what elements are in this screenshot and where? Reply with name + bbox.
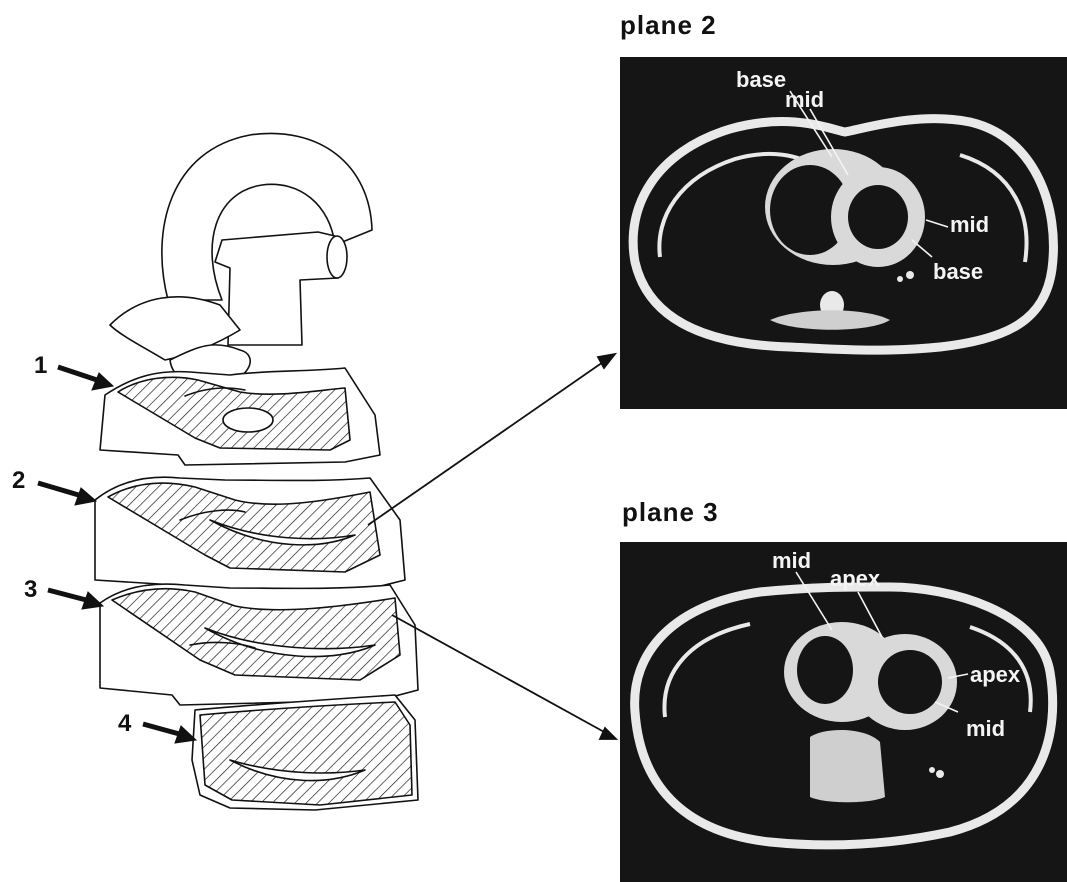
slice-1-lumen xyxy=(223,408,273,432)
plane-3-label-mid-right: mid xyxy=(966,716,1005,741)
plane-3-label-mid-top: mid xyxy=(772,548,811,573)
slice-marker-4: 4 xyxy=(118,710,132,737)
panel-title-plane-3: plane 3 xyxy=(622,497,719,528)
plane-2-label-base-right: base xyxy=(933,259,983,284)
scan-plane-3: mid apex apex mid xyxy=(620,542,1067,882)
slice-4-section xyxy=(200,702,412,805)
slice-marker-2: 2 xyxy=(12,467,25,494)
scan-plane-2: base mid mid base xyxy=(620,57,1067,409)
plane-2-label-mid-top: mid xyxy=(785,87,824,112)
plane-2-label-base-top: base xyxy=(736,67,786,92)
pulmonary-trunk-opening xyxy=(327,236,347,278)
plane-3-label-apex-right: apex xyxy=(970,662,1021,687)
heart-diagram: 1 2 3 4 xyxy=(0,0,470,882)
slice-marker-3: 3 xyxy=(24,576,37,603)
slice-marker-1: 1 xyxy=(34,352,47,379)
plane-3-label-apex-top: apex xyxy=(830,566,881,591)
panel-title-plane-2: plane 2 xyxy=(620,10,717,41)
plane-2-label-mid-right: mid xyxy=(950,212,989,237)
